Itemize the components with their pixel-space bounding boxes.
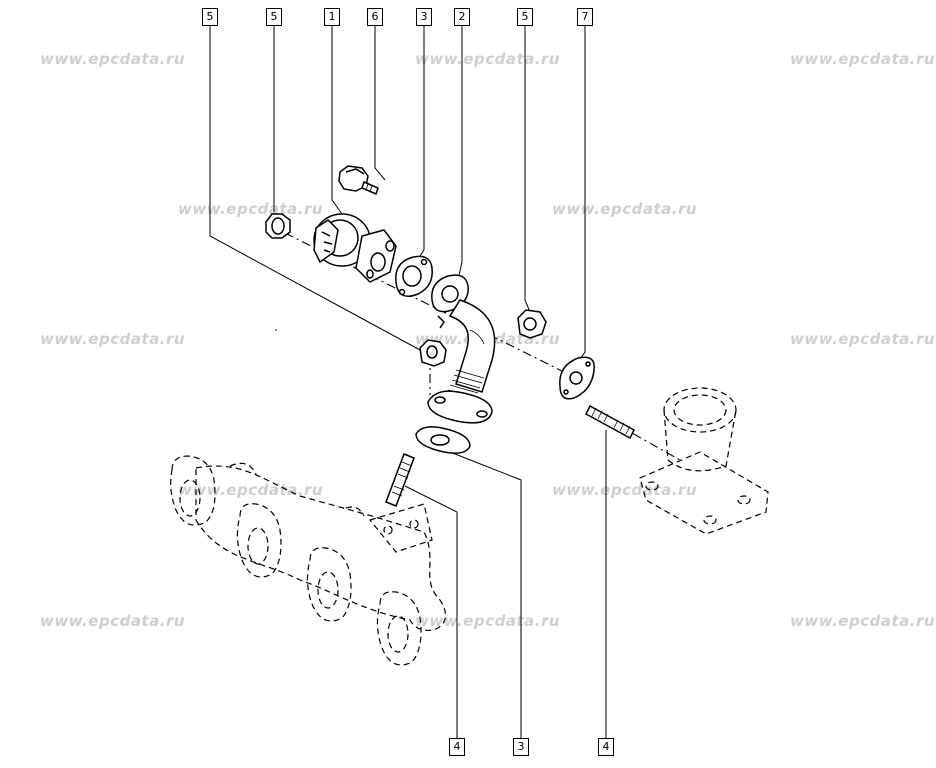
stud-icon bbox=[585, 404, 635, 440]
watermark: www.epcdata.ru bbox=[178, 481, 324, 499]
exhaust-manifold-icon bbox=[170, 455, 447, 666]
stray-dot bbox=[275, 329, 277, 331]
callout-3[interactable]: 3 bbox=[513, 738, 529, 756]
callout-6[interactable]: 6 bbox=[367, 8, 383, 26]
callout-5[interactable]: 5 bbox=[517, 8, 533, 26]
watermark: www.epcdata.ru bbox=[40, 50, 186, 68]
watermark: www.epcdata.ru bbox=[552, 200, 698, 218]
nut-icon bbox=[517, 309, 547, 339]
watermark: www.epcdata.ru bbox=[790, 612, 936, 630]
nut-icon bbox=[419, 339, 447, 367]
watermark: www.epcdata.ru bbox=[415, 612, 561, 630]
watermark: www.epcdata.ru bbox=[790, 50, 936, 68]
callout-4[interactable]: 4 bbox=[449, 738, 465, 756]
callout-4[interactable]: 4 bbox=[598, 738, 614, 756]
callout-3[interactable]: 3 bbox=[416, 8, 432, 26]
gasket-icon bbox=[559, 356, 595, 400]
watermark: www.epcdata.ru bbox=[40, 330, 186, 348]
watermark: www.epcdata.ru bbox=[178, 200, 324, 218]
bolt-icon bbox=[338, 165, 379, 196]
stud-icon bbox=[385, 453, 415, 507]
callout-7[interactable]: 7 bbox=[577, 8, 593, 26]
gasket-icon bbox=[415, 426, 471, 454]
callout-2[interactable]: 2 bbox=[454, 8, 470, 26]
turbo-housing-icon bbox=[639, 387, 769, 535]
callout-5[interactable]: 5 bbox=[202, 8, 218, 26]
gasket-icon bbox=[395, 255, 433, 297]
watermark: www.epcdata.ru bbox=[790, 330, 936, 348]
leader-lines bbox=[209, 24, 607, 740]
callout-5[interactable]: 5 bbox=[266, 8, 282, 26]
watermark: www.epcdata.ru bbox=[552, 481, 698, 499]
callout-1[interactable]: 1 bbox=[324, 8, 340, 26]
egr-valve-icon bbox=[313, 213, 397, 283]
watermark: www.epcdata.ru bbox=[40, 612, 186, 630]
egr-pipe-icon bbox=[427, 274, 496, 424]
nut-icon bbox=[265, 213, 291, 239]
watermark: www.epcdata.ru bbox=[415, 50, 561, 68]
